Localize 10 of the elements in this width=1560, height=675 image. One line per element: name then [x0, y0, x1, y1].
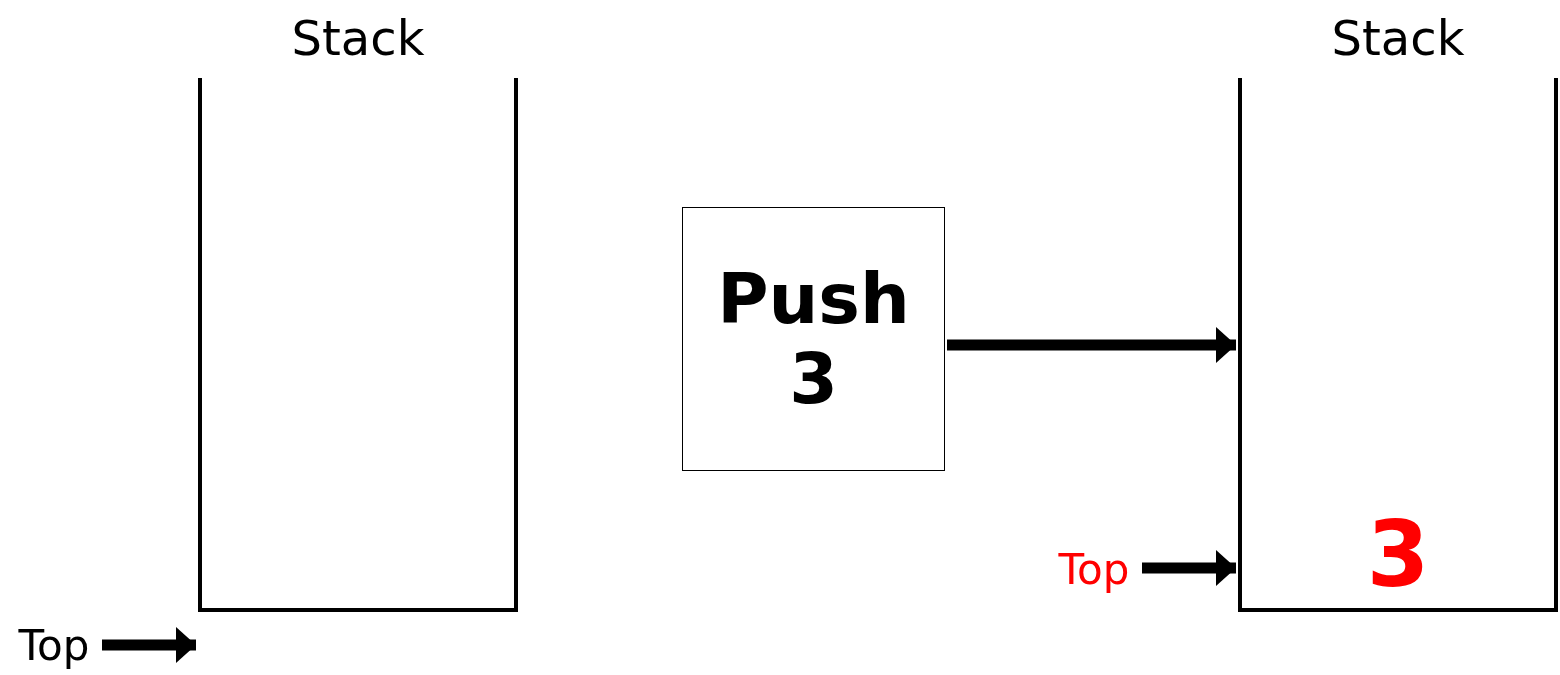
- arrow: [1142, 550, 1236, 586]
- stack-title: Stack: [1330, 9, 1466, 68]
- pointer-label: Top: [8, 618, 100, 674]
- arrow: [102, 627, 196, 663]
- stack-value: 3: [1358, 500, 1438, 610]
- stack-title: Stack: [290, 9, 426, 68]
- operation-box: [682, 207, 945, 471]
- arrow: [947, 327, 1236, 363]
- operation-label: Push 3: [716, 258, 911, 420]
- pointer-label: Top: [1048, 542, 1140, 598]
